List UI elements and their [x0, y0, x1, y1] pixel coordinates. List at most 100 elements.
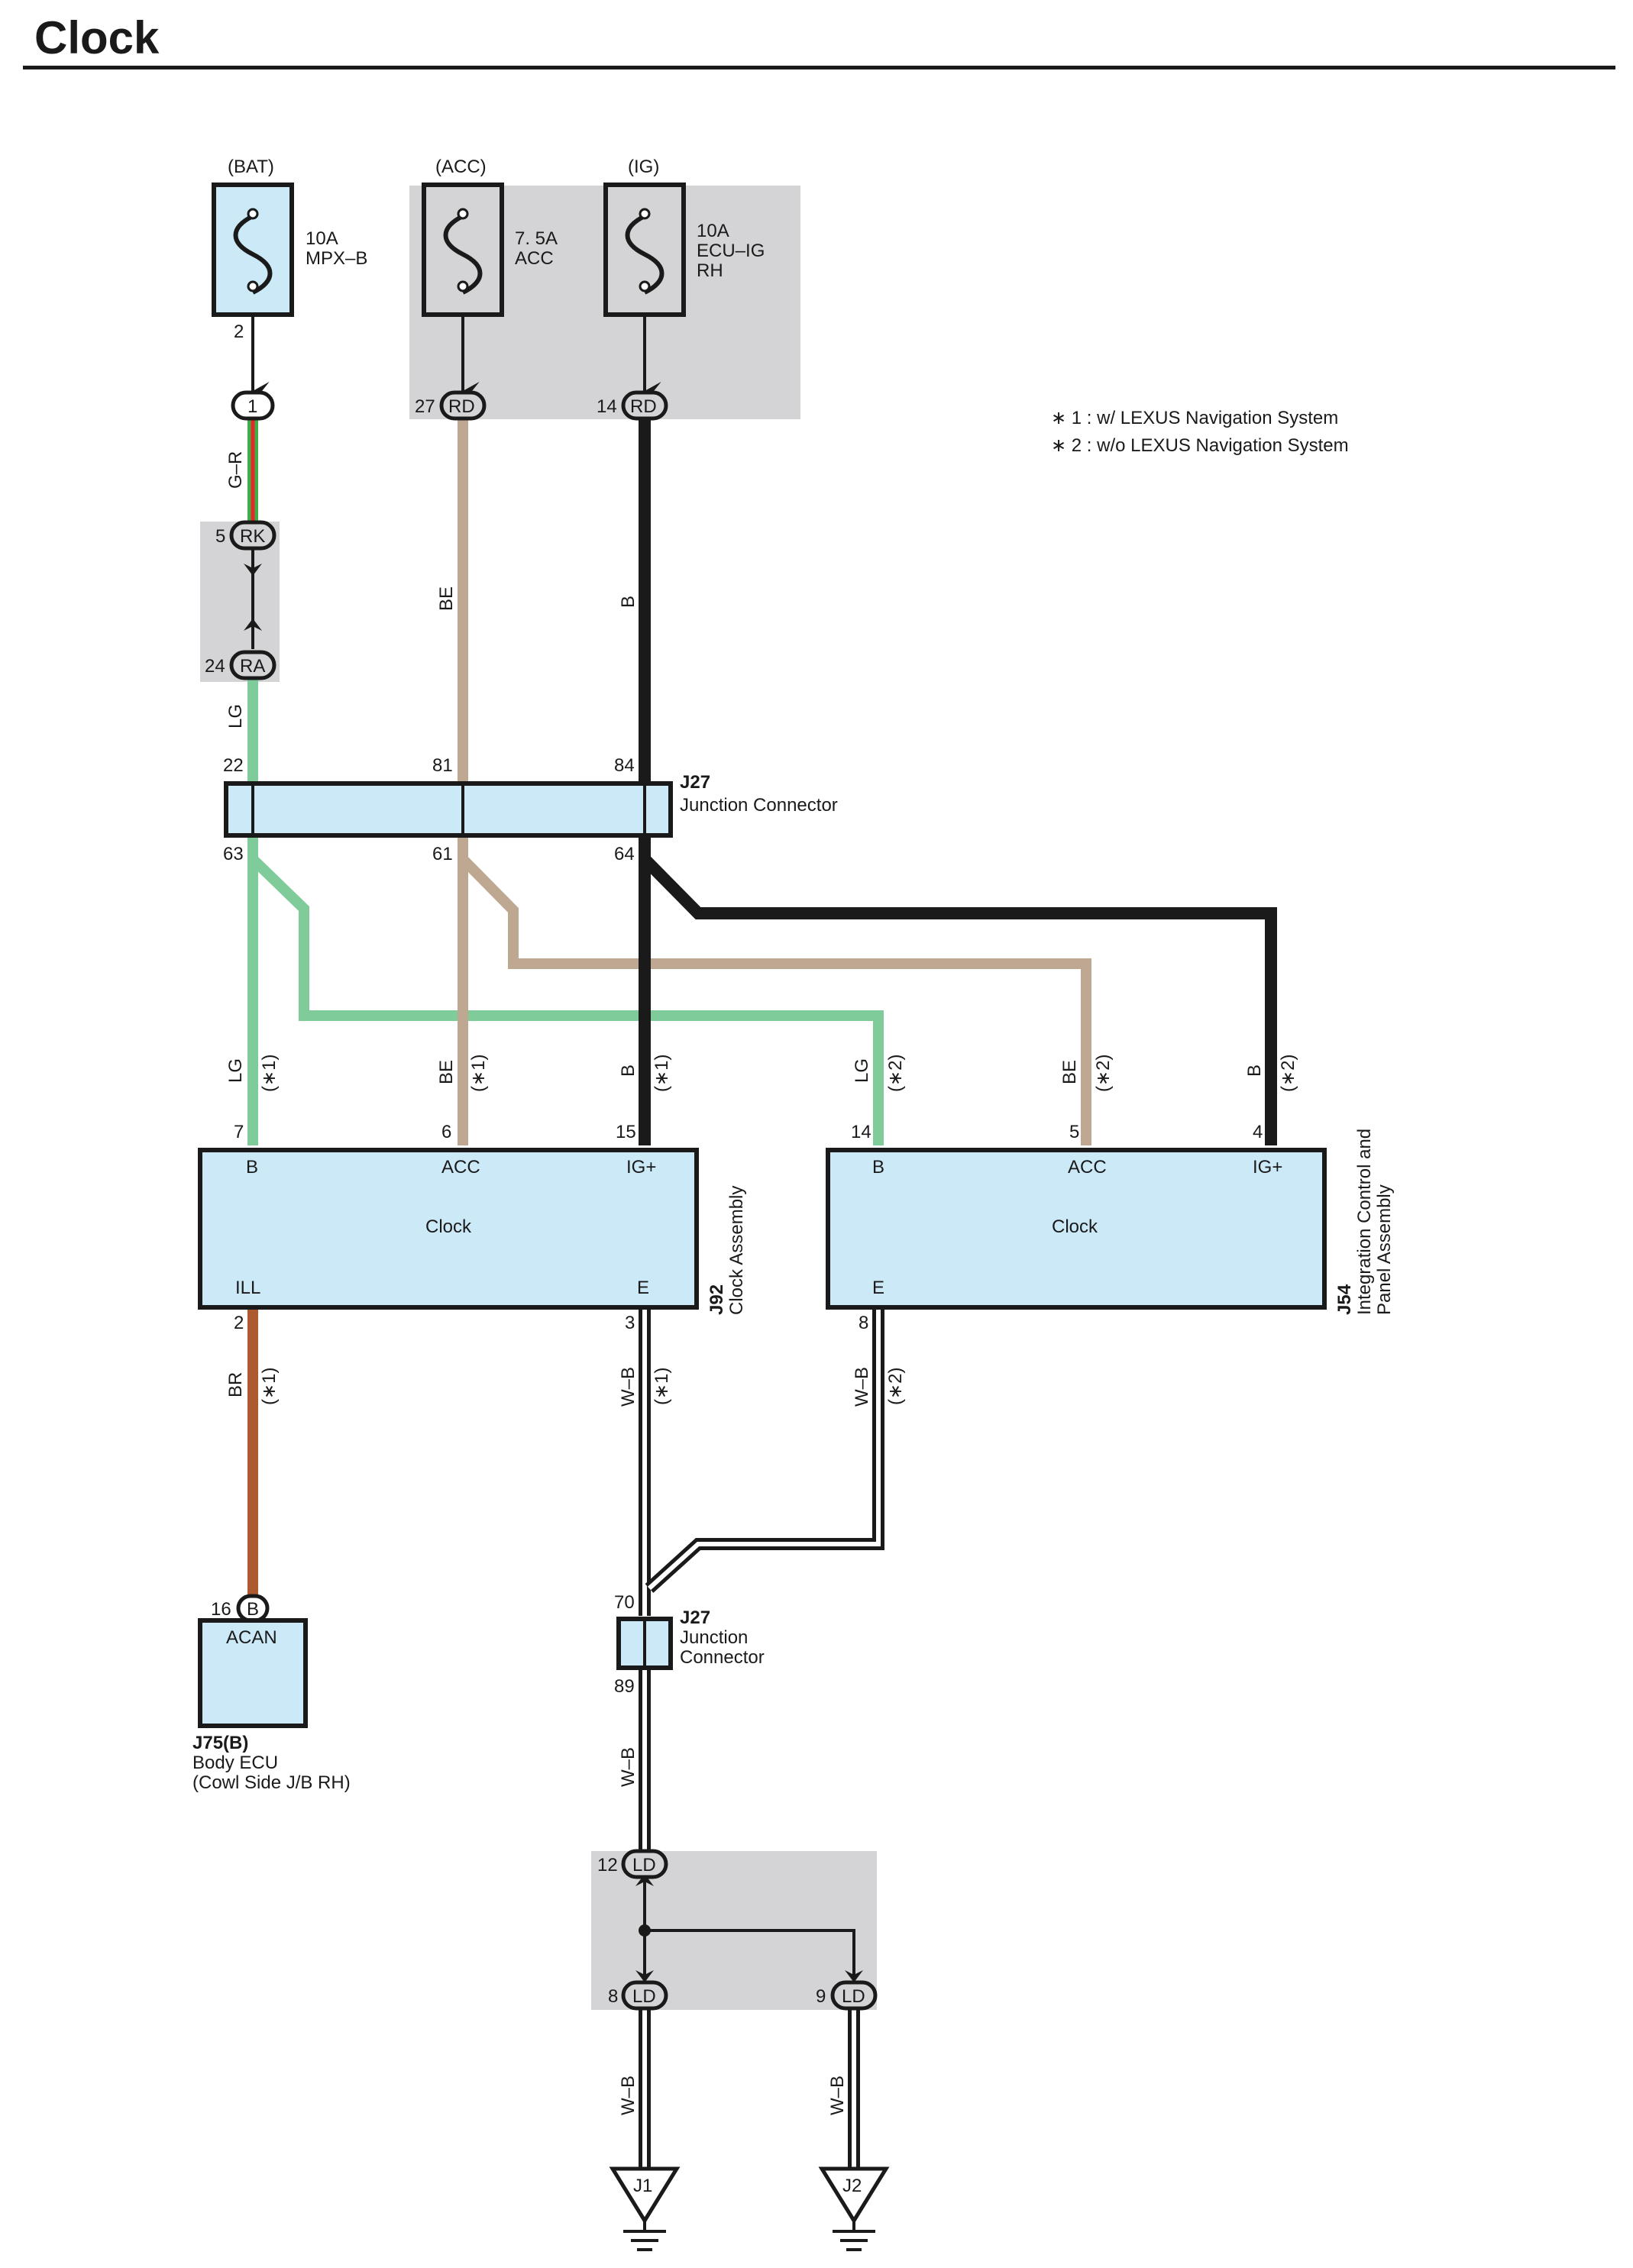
svg-text:(∗1): (∗1): [468, 1055, 489, 1092]
svg-text:E: E: [872, 1278, 884, 1298]
wire-labels: G–R LG BE B LG (∗1) BE (∗1) B (∗1) LG (∗…: [225, 451, 1298, 2115]
svg-text:B: B: [618, 596, 639, 608]
fuse-rating-acc: 7. 5A: [515, 228, 558, 249]
svg-text:15: 15: [616, 1122, 636, 1142]
svg-text:RK: RK: [240, 526, 265, 547]
svg-text:J92: J92: [707, 1284, 727, 1315]
svg-text:14: 14: [851, 1122, 871, 1142]
wire-lg-j54: [249, 855, 884, 1145]
svg-text:Body ECU: Body ECU: [192, 1753, 278, 1773]
svg-text:(Cowl Side J/B RH): (Cowl Side J/B RH): [192, 1772, 351, 1793]
fuse-supply-acc: (ACC): [435, 157, 487, 177]
connector-ld-9: LD 9: [816, 1980, 878, 2011]
svg-text:W–B: W–B: [618, 1367, 639, 1407]
svg-text:BE: BE: [1059, 1060, 1080, 1084]
fuse-name-acc: ACC: [515, 248, 554, 269]
svg-text:B: B: [1244, 1065, 1265, 1077]
svg-text:7: 7: [234, 1122, 244, 1142]
svg-text:G–R: G–R: [225, 451, 246, 489]
svg-text:W–B: W–B: [852, 1367, 872, 1407]
fuse-name-ig-2: RH: [697, 260, 723, 281]
integration-panel-j54: 14 5 4 B ACC IG+ Clock E 8 J54 Integrati…: [826, 1122, 1395, 1333]
svg-text:63: 63: [223, 844, 244, 864]
svg-text:Junction: Junction: [680, 1627, 748, 1648]
svg-text:2: 2: [234, 1313, 244, 1333]
svg-text:(∗2): (∗2): [1093, 1055, 1114, 1092]
svg-text:BE: BE: [436, 586, 457, 611]
connector-bat-1: 1: [231, 390, 275, 421]
svg-text:RD: RD: [630, 396, 657, 417]
svg-text:ACC: ACC: [441, 1157, 480, 1178]
svg-text:8: 8: [859, 1313, 868, 1333]
svg-text:Panel Assembly: Panel Assembly: [1374, 1184, 1395, 1315]
svg-text:(∗2): (∗2): [885, 1055, 906, 1092]
svg-text:Junction Connector: Junction Connector: [680, 795, 838, 816]
svg-text:ACAN: ACAN: [226, 1627, 277, 1648]
svg-text:BR: BR: [225, 1372, 246, 1397]
note-1: ∗ 1 : w/ LEXUS Navigation System: [1051, 408, 1338, 428]
fuse-supply-bat: (BAT): [228, 157, 274, 177]
svg-text:J27: J27: [680, 1607, 710, 1628]
svg-text:W–B: W–B: [618, 2076, 639, 2115]
svg-text:1: 1: [247, 396, 257, 417]
svg-text:J1: J1: [633, 2176, 652, 2196]
svg-text:LD: LD: [842, 1986, 865, 2007]
body-ecu-j75b: B 16 ACAN J75(B) Body ECU (Cowl Side J/B…: [192, 1594, 351, 1793]
ground-j2: J2: [818, 2166, 890, 2251]
svg-text:LG: LG: [225, 704, 246, 729]
svg-text:LG: LG: [225, 1058, 246, 1083]
svg-text:4: 4: [1253, 1122, 1263, 1142]
svg-text:J54: J54: [1334, 1284, 1355, 1315]
svg-text:ILL: ILL: [235, 1278, 260, 1298]
svg-text:84: 84: [614, 755, 635, 776]
svg-text:J75(B): J75(B): [192, 1733, 248, 1753]
fuse-name-ig-1: ECU–IG: [697, 241, 765, 261]
svg-text:6: 6: [441, 1122, 451, 1142]
svg-text:(∗1): (∗1): [259, 1055, 280, 1092]
svg-text:Clock: Clock: [425, 1216, 472, 1237]
svg-text:81: 81: [432, 755, 453, 776]
page-title: Clock: [34, 12, 160, 63]
connector-ld-12: LD 12: [597, 1849, 668, 1879]
svg-text:Connector: Connector: [680, 1647, 765, 1668]
ground-j1: J1: [609, 2166, 681, 2251]
connector-ld-8: LD 8: [608, 1980, 668, 2011]
svg-text:27: 27: [415, 396, 435, 417]
svg-text:B: B: [618, 1065, 639, 1077]
fuse-mpx-b: (BAT) 10A MPX–B 2: [212, 157, 367, 342]
wire-w-b-j54: [645, 1307, 884, 1593]
svg-text:9: 9: [816, 1986, 826, 2007]
fuse-acc: (ACC) 7. 5A ACC: [422, 157, 558, 317]
svg-text:22: 22: [223, 755, 244, 776]
wire-be-j54: [459, 855, 1091, 1145]
fuse-rating-bat: 10A: [306, 228, 338, 249]
svg-text:W–B: W–B: [618, 1747, 639, 1787]
svg-text:RA: RA: [240, 656, 265, 677]
svg-text:12: 12: [597, 1855, 618, 1875]
svg-text:89: 89: [614, 1676, 635, 1697]
svg-text:24: 24: [205, 656, 225, 677]
fuse-supply-ig: (IG): [628, 157, 659, 177]
connector-ra: RA 24: [205, 650, 276, 680]
connector-rk: RK 5: [215, 520, 276, 551]
svg-text:61: 61: [432, 844, 453, 864]
svg-text:LG: LG: [852, 1058, 872, 1083]
title-rule: [23, 66, 1615, 69]
svg-text:Clock Assembly: Clock Assembly: [726, 1186, 747, 1315]
svg-text:E: E: [637, 1278, 649, 1298]
svg-text:(∗2): (∗2): [885, 1368, 906, 1405]
svg-text:LD: LD: [632, 1855, 656, 1875]
svg-text:IG+: IG+: [1253, 1157, 1282, 1178]
note-2: ∗ 2 : w/o LEXUS Navigation System: [1051, 435, 1349, 456]
svg-text:16: 16: [211, 1599, 231, 1620]
svg-text:B: B: [246, 1157, 258, 1178]
svg-text:ACC: ACC: [1068, 1157, 1107, 1178]
svg-text:IG+: IG+: [626, 1157, 656, 1178]
fuse-rating-ig: 10A: [697, 221, 729, 241]
svg-text:Integration Control and: Integration Control and: [1354, 1129, 1375, 1315]
svg-text:3: 3: [625, 1313, 635, 1333]
svg-text:J2: J2: [842, 2176, 862, 2196]
clock-assembly-j92: 7 6 15 B ACC IG+ Clock ILL E 2 3 J92 Clo…: [198, 1122, 747, 1333]
